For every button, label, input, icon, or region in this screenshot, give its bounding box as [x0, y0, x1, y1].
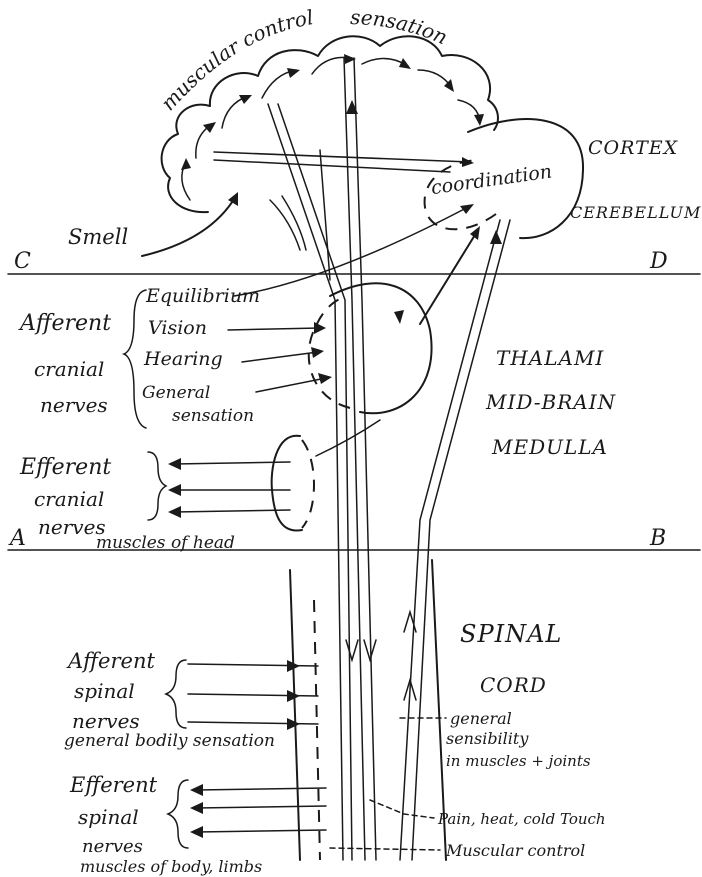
muscular-control-leader: [330, 848, 440, 850]
cortex-label: CORTEX: [588, 137, 679, 159]
coordination-label: coordination: [430, 160, 554, 199]
general-sensibility-label-2: sensibility: [446, 729, 529, 748]
afferent-cranial-brace: [124, 290, 146, 428]
plane-a-label: A: [8, 526, 27, 551]
thalamus-to-cerebellum-arrow: [420, 230, 478, 324]
afferent-cranial-word3: nerves: [40, 393, 108, 417]
pain-heat-label: Pain, heat, cold Touch: [437, 810, 606, 828]
afferent-cranial-word2: cranial: [34, 357, 104, 381]
muscles-body-limbs-label: muscles of body, limbs: [80, 857, 262, 876]
plane-b-label: B: [649, 526, 667, 551]
afferent-spinal-arrows: [188, 660, 318, 730]
smell-label: Smell: [68, 225, 128, 249]
smell-arrow: [142, 196, 236, 256]
medulla-label: MEDULLA: [491, 435, 608, 459]
spinal-cord-left-edge: [290, 570, 300, 860]
afferent-cranial-word: Afferent: [18, 311, 111, 336]
general-label: General: [142, 383, 210, 403]
cord-label: CORD: [480, 673, 547, 697]
muscular-control-label: muscular control: [156, 5, 315, 115]
afferent-spinal-word: Afferent: [66, 649, 155, 673]
thalami-label: THALAMI: [496, 346, 604, 370]
sensation-label: sensation: [350, 5, 451, 49]
efferent-spinal-word3: nerves: [82, 836, 143, 857]
muscles-joints-label: in muscles + joints: [446, 752, 591, 770]
hearing-label: Hearing: [143, 348, 223, 370]
corpus-fibres: [214, 152, 474, 172]
vision-label: Vision: [148, 317, 207, 339]
spinal-tract-arrows: [346, 612, 416, 700]
efferent-spinal-word2: spinal: [78, 805, 139, 829]
afferent-spinal-brace: [166, 660, 186, 728]
afferent-spinal-word2: spinal: [74, 679, 135, 703]
general-sensibility-label-1: general: [450, 709, 512, 728]
spinal-label: SPINAL: [460, 620, 562, 648]
efferent-spinal-word: Efferent: [69, 773, 158, 797]
cerebellum-label: CEREBELLUM: [570, 203, 701, 222]
efferent-spinal-brace: [168, 780, 188, 848]
spinal-grey-left: [314, 600, 320, 860]
efferent-cranial-brace: [148, 452, 166, 520]
cranial-nucleus-outline: [272, 436, 302, 531]
plane-c-label: C: [14, 249, 32, 274]
efferent-cranial-word: Efferent: [19, 455, 111, 480]
equilibrium-label: Equilibrium: [145, 285, 260, 307]
afferent-spinal-word3: nerves: [72, 709, 140, 733]
plane-d-label: D: [649, 249, 669, 274]
muscular-control-tract-label: Muscular control: [445, 841, 585, 860]
general-bodily-sensation-label: general bodily sensation: [64, 731, 275, 751]
efferent-cranial-word2: cranial: [34, 487, 104, 511]
cranial-nucleus-dashed: [302, 440, 314, 528]
sensation-small-label: sensation: [172, 406, 254, 426]
midbrain-label: MID-BRAIN: [485, 390, 617, 414]
efferent-spinal-arrows: [190, 784, 326, 838]
